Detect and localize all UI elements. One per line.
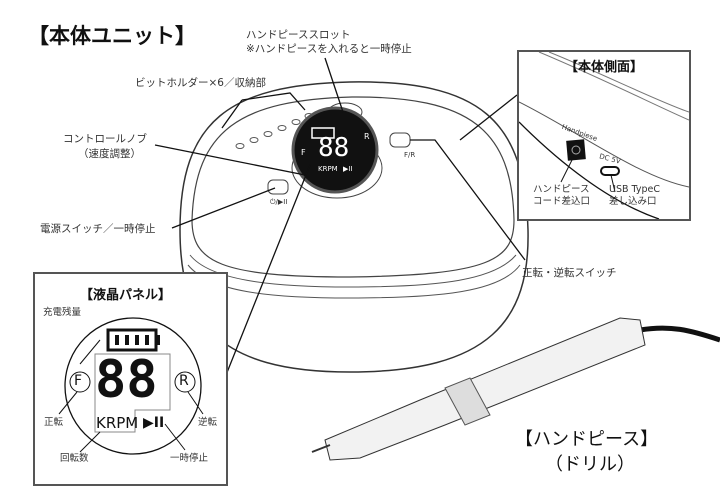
handpiece-port — [566, 139, 586, 161]
cord-port-label-1: ハンドピース — [533, 184, 590, 195]
power-button-label: ⏻/▶II — [270, 198, 288, 206]
pause-label: 一時停止 — [170, 453, 209, 464]
usb-label-1: USB TypeC — [609, 184, 660, 195]
display-digits: 88 — [318, 133, 350, 163]
fr-button-label: F/R — [404, 151, 416, 159]
main-title: 【本体ユニット】 — [28, 24, 196, 48]
side-view-panel: 【本体側面】 Handpiese DC 5V ハンドピース コード差込口 USB… — [517, 50, 691, 221]
display-krpm: KRPM — [318, 165, 338, 173]
display-f: F — [301, 148, 306, 157]
lcd-digits: 88 — [95, 350, 158, 410]
lcd-r: R — [179, 373, 189, 389]
fr-button[interactable] — [389, 132, 411, 148]
bit-holder-label: ビットホルダー×6／収納部 — [135, 77, 266, 89]
slot-label-2: ※ハンドピースを入れると一時停止 — [246, 43, 412, 55]
handpiece-subtitle: （ドリル） — [545, 454, 635, 475]
lcd-panel-title: 【液晶パネル】 — [80, 288, 172, 303]
rpm-label: 回転数 — [60, 453, 89, 464]
handpiece-illustration — [311, 317, 720, 461]
display-r: R — [364, 132, 370, 141]
reverse-label: 逆転 — [198, 417, 218, 428]
side-panel-title: 【本体側面】 — [565, 60, 644, 75]
forward-label: 正転 — [44, 417, 64, 428]
power-button[interactable] — [267, 179, 289, 195]
battery-label: 充電残量 — [43, 307, 82, 318]
lcd-krpm: KRPM — [96, 414, 139, 432]
lcd-f: F — [74, 373, 83, 389]
display-play-pause: ▶II — [343, 165, 353, 173]
handpiece-title: 【ハンドピース】 — [515, 429, 659, 450]
lcd-play-pause: ▶II — [143, 415, 165, 431]
power-label: 電源スイッチ／一時停止 — [40, 223, 156, 235]
fr-switch-label: 正転・逆転スイッチ — [522, 267, 617, 279]
slot-label-1: ハンドピーススロット — [246, 29, 351, 41]
knob-label-2: （速度調整） — [78, 148, 141, 160]
usb-c-port — [600, 166, 620, 176]
usb-label-2: 差し込み口 — [609, 196, 657, 207]
knob-label-1: コントロールノブ — [63, 133, 147, 145]
cord-port-label-2: コード差込口 — [533, 196, 591, 207]
lcd-panel-detail: 【液晶パネル】 充電残量 88 F R KRPM ▶II 正転 逆転 回転数 一… — [33, 272, 228, 486]
